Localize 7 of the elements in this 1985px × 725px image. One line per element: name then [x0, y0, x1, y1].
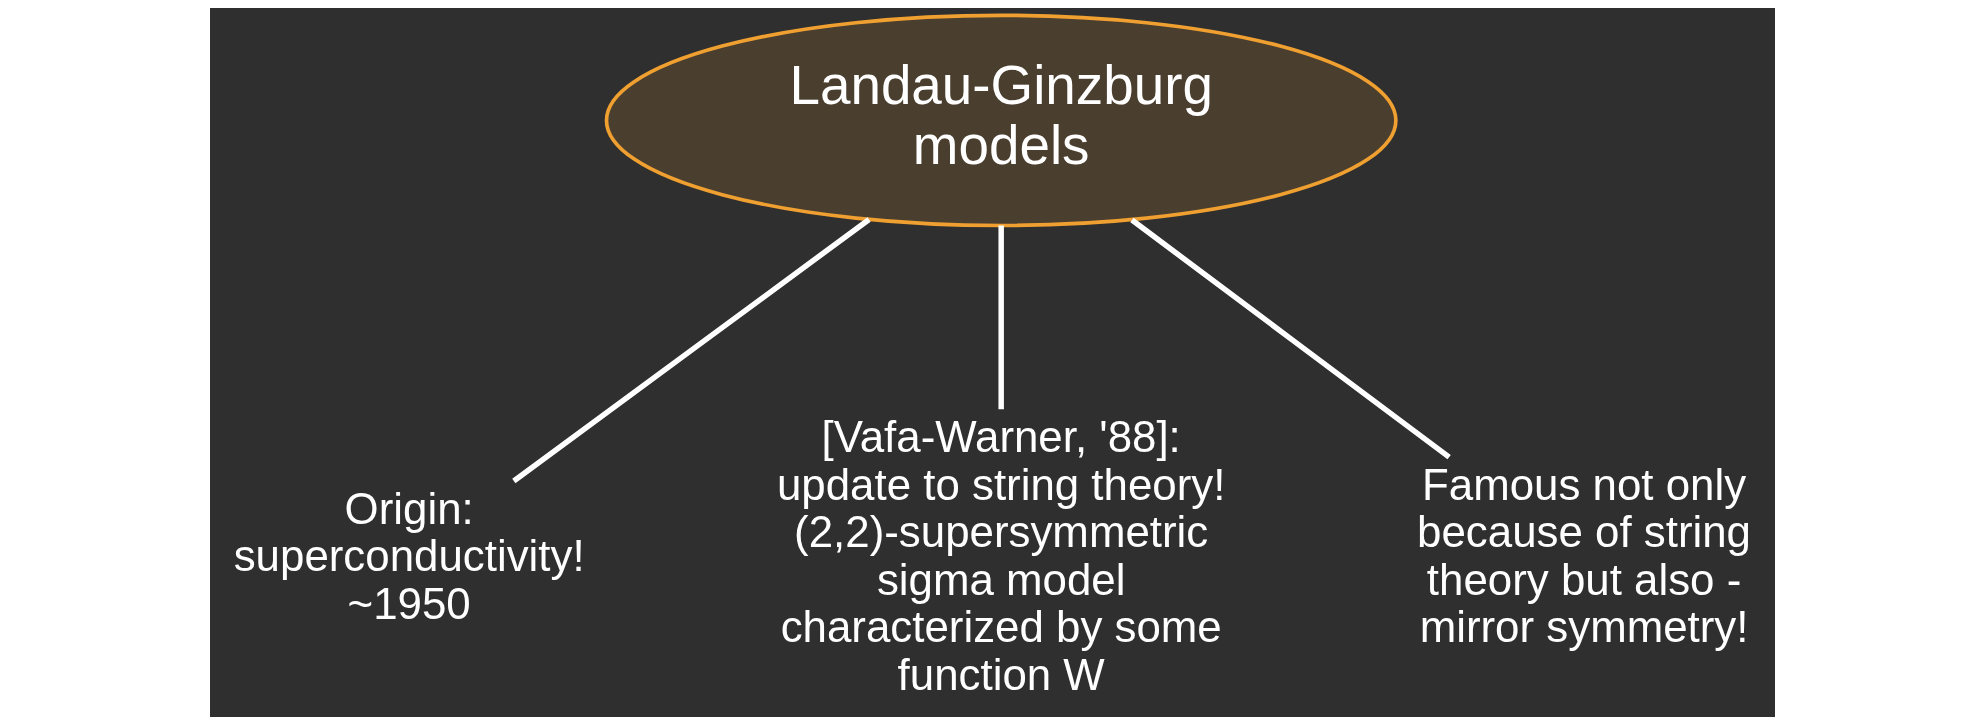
node-ellipse: Landau-Ginzburg models: [604, 13, 1398, 228]
connector: [512, 217, 871, 484]
node-text: Famous not only because of string theory but also - mirror symmetry!: [1417, 459, 1752, 652]
node-text: [Vafa-Warner, '88]: update to string theory! (2,2)-supersymmetric sigma model characterized by some function W: [776, 412, 1226, 699]
node-text: Origin: superconductivity! ~1950: [233, 483, 585, 628]
connector: [1130, 217, 1451, 460]
connector: [998, 225, 1004, 410]
